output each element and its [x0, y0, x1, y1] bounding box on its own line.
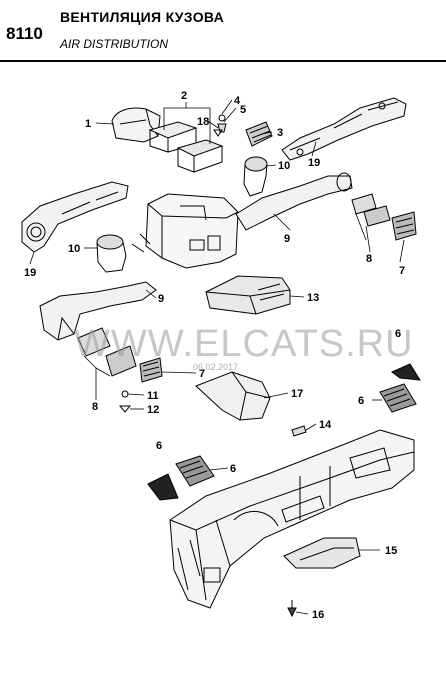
- part-corner-trim-lower: [147, 473, 179, 501]
- callout-7-left: 7: [199, 368, 205, 380]
- callout-17: 17: [291, 388, 303, 400]
- part-vent-pair-left: [77, 327, 137, 377]
- callout-2: 2: [181, 90, 187, 102]
- callout-15: 15: [385, 545, 397, 557]
- title-english: AIR DISTRIBUTION: [60, 37, 169, 51]
- section-code: 8110: [6, 24, 43, 43]
- part-floor-duct-right: [235, 172, 353, 231]
- callout-14: 14: [319, 419, 332, 431]
- callout-18: 18: [197, 116, 209, 128]
- callout-5: 5: [240, 104, 246, 116]
- part-vent-frame-left: [175, 455, 215, 487]
- callout-12: 12: [147, 404, 159, 416]
- part-vent-nozzle-upper: [245, 121, 273, 147]
- callout-8-right: 8: [366, 253, 372, 265]
- callout-7-right: 7: [399, 265, 405, 277]
- title-russian: ВЕНТИЛЯЦИЯ КУЗОВА: [60, 9, 225, 25]
- callout-6-top: 6: [395, 328, 401, 340]
- part-air-intake-duct: [111, 107, 161, 143]
- callout-8-left: 8: [92, 401, 98, 413]
- part-connector-pair: [148, 121, 224, 173]
- part-corner-trim-upper: [391, 363, 421, 381]
- part-screw: [287, 600, 297, 618]
- callout-labels: 1 2 3 4 5 18 10 19 19 10 9 9 13 8 7 6 7 …: [24, 90, 405, 621]
- page-header: 8110 ВЕНТИЛЯЦИЯ КУЗОВА AIR DISTRIBUTION: [0, 0, 446, 62]
- header-rule: [0, 60, 446, 62]
- part-center-duct: [195, 371, 271, 421]
- callout-9-left: 9: [158, 293, 164, 305]
- part-small-clips: [118, 390, 132, 413]
- part-elbow-duct-left: [96, 234, 127, 273]
- callout-6-lower-left: 6: [156, 440, 162, 452]
- callout-4: 4: [234, 95, 241, 107]
- callout-10-left: 10: [68, 243, 80, 255]
- part-vent-grille-left: [139, 357, 163, 383]
- part-clips: [213, 114, 227, 137]
- callout-16: 16: [312, 609, 324, 621]
- parts-diagram: 1 2 3 4 5 18 10 19 19 10 9 9 13 8 7 6 7 …: [21, 90, 421, 621]
- callout-6-right: 6: [358, 395, 364, 407]
- watermark-text: WWW.ELCATS.RU: [74, 323, 414, 365]
- part-heater-housing: [131, 193, 239, 269]
- callout-3: 3: [277, 127, 283, 139]
- callout-19-right: 19: [308, 157, 320, 169]
- callout-19-left: 19: [24, 267, 36, 279]
- part-vent-pair-right: [351, 193, 391, 227]
- callout-9-right: 9: [284, 233, 290, 245]
- callout-13: 13: [307, 292, 319, 304]
- part-elbow-duct-right: [243, 156, 268, 197]
- callout-10-right: 10: [278, 160, 290, 172]
- watermark-date: 06.02.2017: [193, 362, 239, 372]
- part-lower-panel-duct: [283, 537, 361, 569]
- part-filter-box: [205, 275, 291, 315]
- part-vent-frame-right: [379, 383, 417, 413]
- part-vent-grille-right: [391, 211, 417, 241]
- leader-lines: [29, 99, 405, 615]
- part-floor-duct-left: [39, 281, 157, 341]
- part-side-duct-right: [281, 97, 407, 161]
- callout-1: 1: [85, 118, 91, 130]
- part-retaining-clip: [291, 425, 307, 437]
- part-instrument-panel: [169, 429, 415, 609]
- part-side-duct-left: [21, 181, 129, 253]
- callout-6-left: 6: [230, 463, 236, 475]
- callout-11: 11: [147, 390, 159, 402]
